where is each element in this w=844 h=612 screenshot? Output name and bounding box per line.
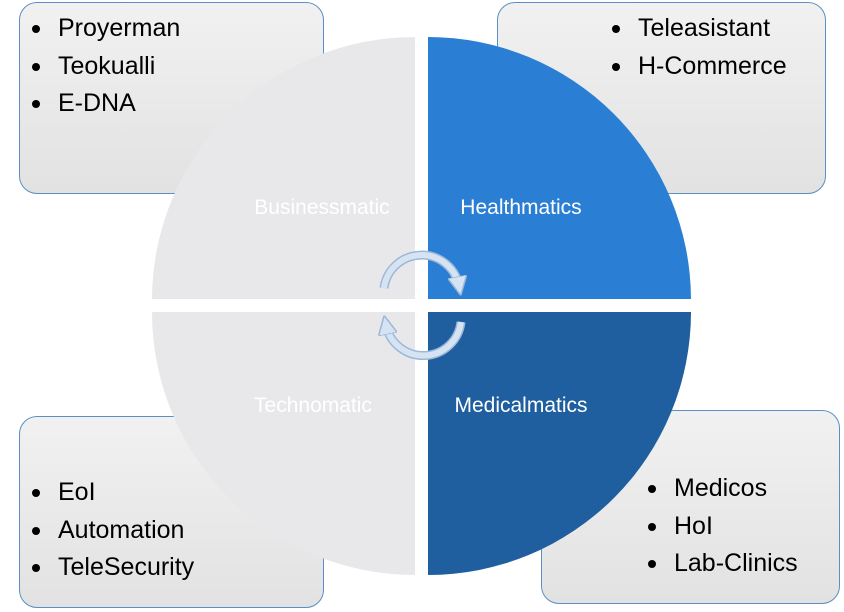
healthmatics-quadrant [428, 37, 691, 299]
list-item: Automation [32, 512, 194, 550]
healthmatics-label: Healthmatics [460, 196, 581, 219]
list-item: Proyerman [32, 10, 180, 48]
medicalmatics-label: Medicalmatics [454, 394, 587, 417]
list-item: H-Commerce [612, 48, 787, 86]
healthmatics-item-list: Teleasistant H-Commerce [612, 10, 787, 85]
technomatic-label: Technomatic [254, 394, 372, 417]
list-item: Lab-Clinics [648, 545, 798, 583]
list-item: EoI [32, 474, 194, 512]
list-item: Teleasistant [612, 10, 787, 48]
list-item: TeleSecurity [32, 549, 194, 587]
list-item: Medicos [648, 470, 798, 508]
technomatic-item-list: EoI Automation TeleSecurity [32, 474, 194, 587]
list-item: HoI [648, 508, 798, 546]
businessmatic-item-list: Proyerman Teokualli E-DNA [32, 10, 180, 123]
medicalmatics-quadrant [428, 312, 691, 575]
list-item: Teokualli [32, 48, 180, 86]
medicalmatics-item-list: Medicos HoI Lab-Clinics [648, 470, 798, 583]
list-item: E-DNA [32, 85, 180, 123]
businessmatic-quadrant [152, 37, 415, 299]
businessmatic-label: Businessmatic [254, 196, 389, 219]
technomatic-quadrant [152, 312, 415, 575]
